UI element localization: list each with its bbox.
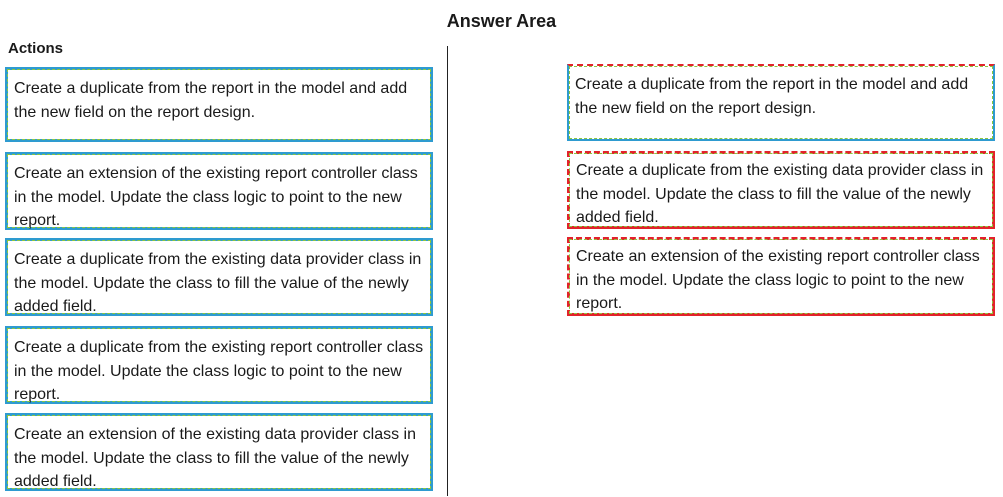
action-card-text: Create a duplicate from the existing dat… [14, 251, 422, 315]
action-card-5[interactable]: Create an extension of the existing data… [5, 413, 433, 491]
action-card-1[interactable]: Create a duplicate from the report in th… [5, 67, 433, 142]
answer-card-text: Create a duplicate from the existing dat… [576, 162, 984, 226]
actions-heading: Actions [8, 40, 64, 57]
answer-card-3[interactable]: Create an extension of the existing repo… [567, 237, 995, 316]
action-card-text: Create a duplicate from the existing rep… [14, 339, 424, 403]
action-card-text: Create an extension of the existing repo… [14, 165, 418, 229]
action-card-text: Create a duplicate from the report in th… [14, 80, 408, 121]
action-card-3[interactable]: Create a duplicate from the existing dat… [5, 238, 433, 316]
answer-card-text: Create a duplicate from the report in th… [575, 76, 969, 117]
action-card-2[interactable]: Create an extension of the existing repo… [5, 152, 433, 230]
answer-card-1[interactable]: Create a duplicate from the report in th… [567, 64, 995, 141]
answer-area-title: Answer Area [446, 11, 557, 31]
answer-card-2[interactable]: Create a duplicate from the existing dat… [567, 151, 995, 229]
answer-card-text: Create an extension of the existing repo… [576, 248, 980, 312]
column-divider [447, 46, 448, 496]
action-card-text: Create an extension of the existing data… [14, 426, 417, 490]
action-card-4[interactable]: Create a duplicate from the existing rep… [5, 326, 433, 404]
